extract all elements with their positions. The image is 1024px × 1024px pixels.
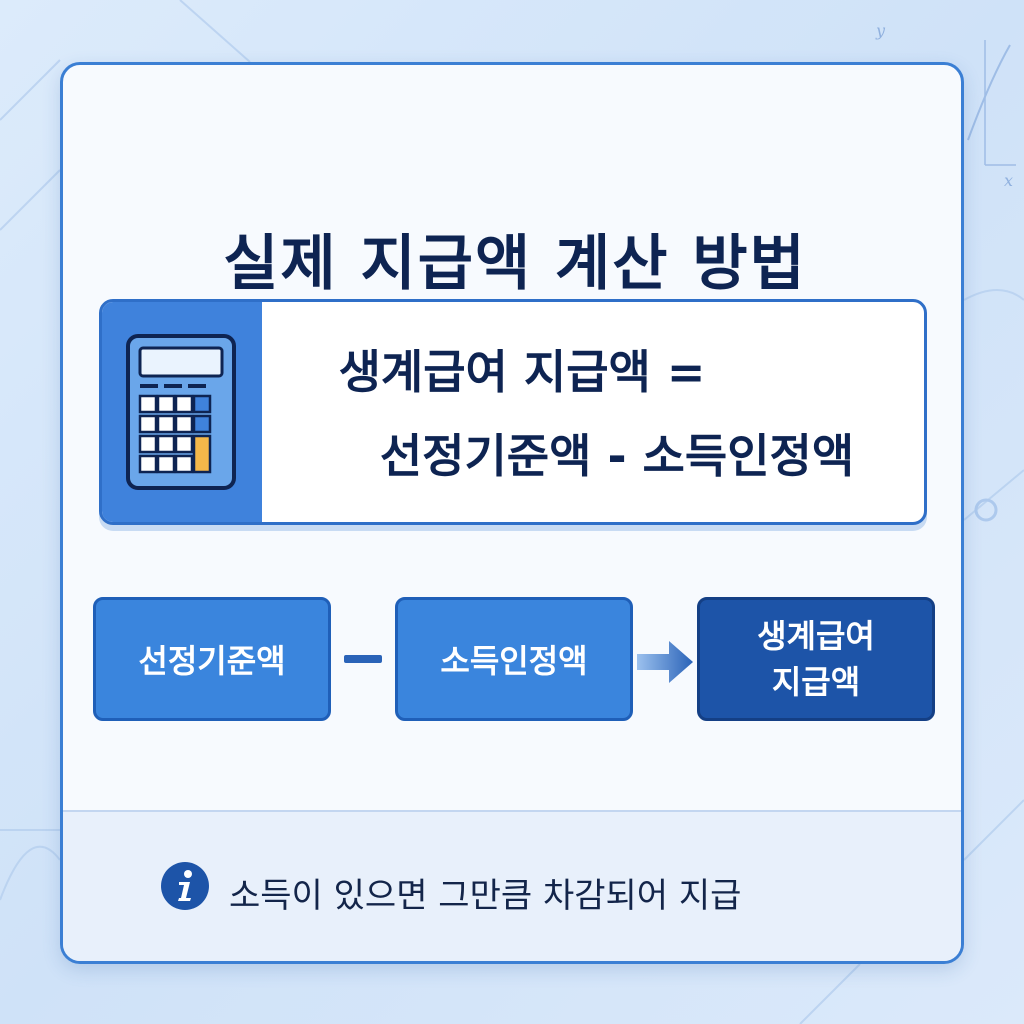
step-living-allowance: 생계급여 지급액: [697, 597, 935, 721]
step-selection-standard: 선정기준액: [93, 597, 331, 721]
main-card: 실제 지급액 계산 방법: [60, 62, 964, 964]
calculator-icon: [126, 334, 236, 490]
formula-box: 생계급여 지급액 = 선정기준액 - 소득인정액: [99, 299, 927, 525]
minus-icon: [344, 655, 382, 663]
svg-text:x: x: [1004, 171, 1013, 190]
step-income-recognition: 소득인정액: [395, 597, 633, 721]
step-living-allowance-line-1: 생계급여: [757, 617, 875, 655]
note-footer: 소득이 있으면 그만큼 차감되어 지급: [63, 810, 961, 961]
step-living-allowance-line-2: 지급액: [771, 663, 861, 701]
calculator-panel: [102, 302, 262, 522]
svg-text:y: y: [875, 21, 886, 40]
info-icon: [161, 862, 209, 910]
arrow-right-icon: [637, 641, 693, 683]
formula-line-1: 생계급여 지급액 =: [338, 345, 706, 399]
formula-line-2: 선정기준액 - 소득인정액: [379, 429, 855, 483]
page-title: 실제 지급액 계산 방법: [223, 229, 807, 299]
note-text: 소득이 있으면 그만큼 차감되어 지급: [229, 876, 742, 916]
